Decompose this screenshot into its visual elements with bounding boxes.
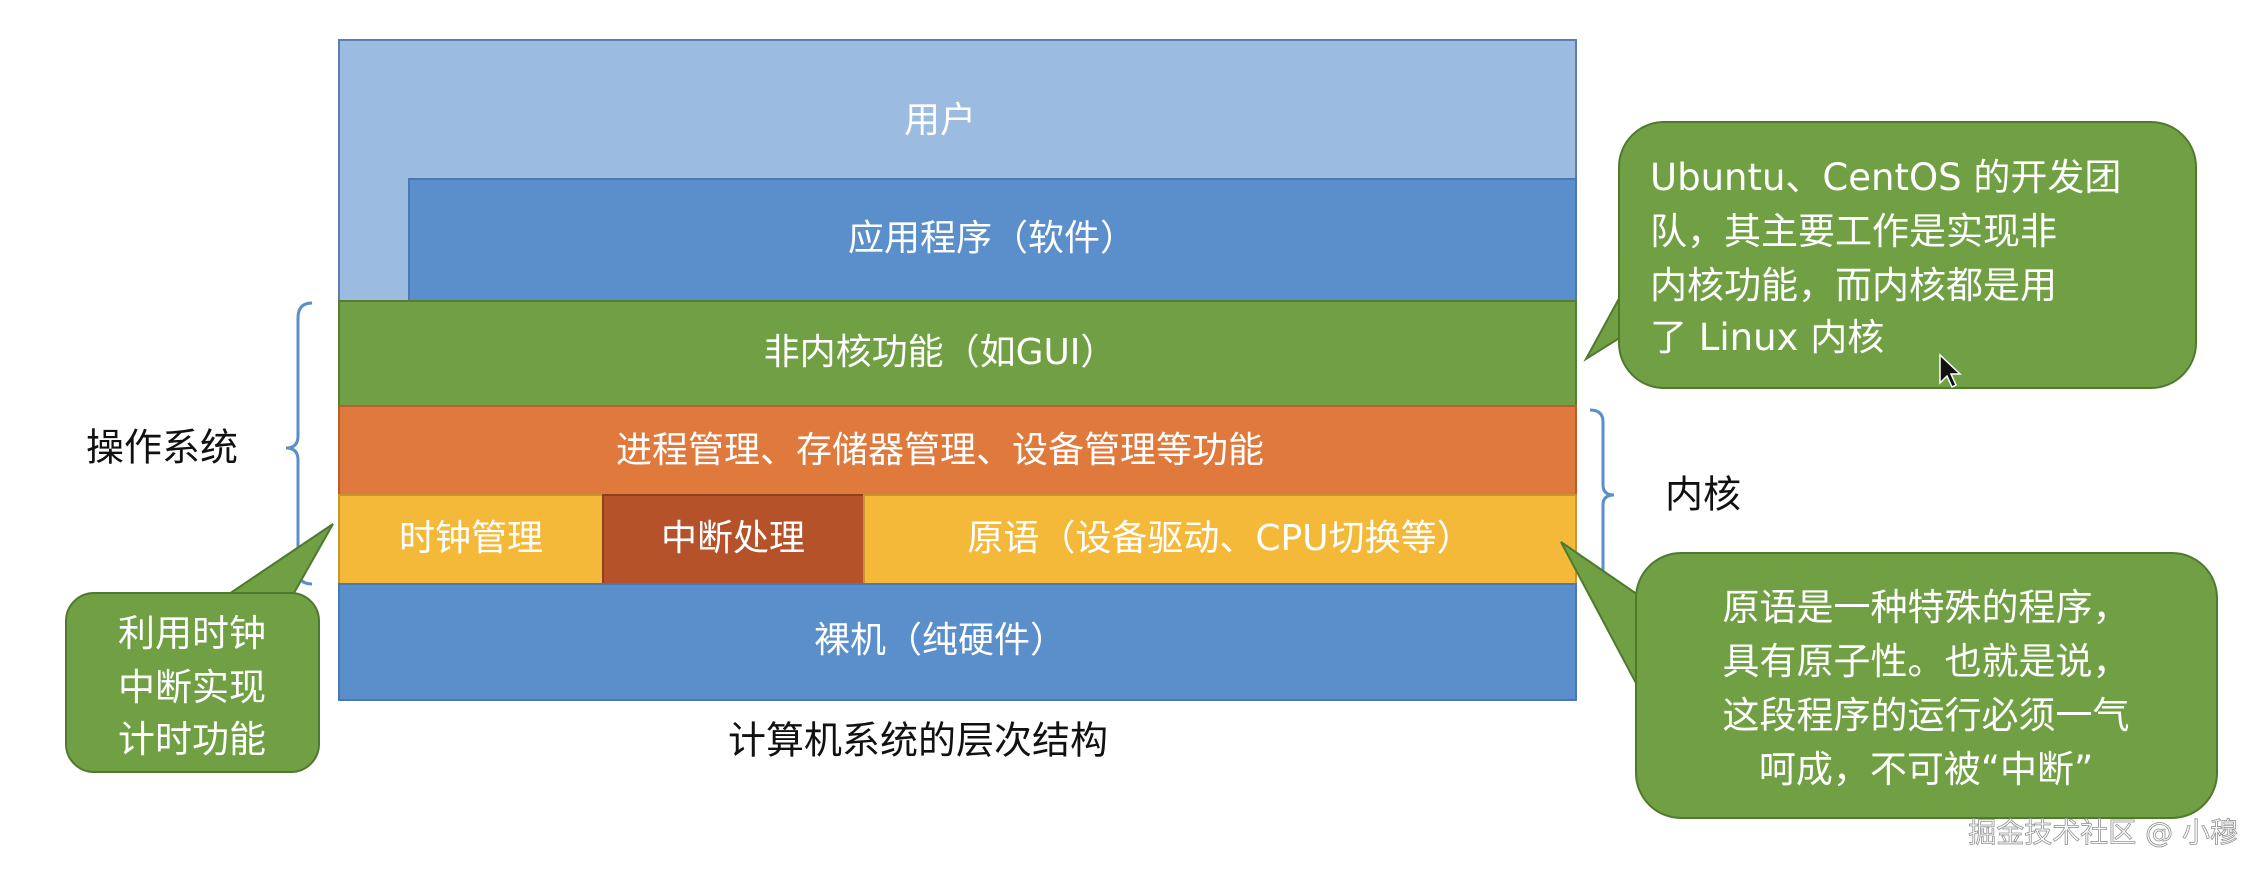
kernel-label: 内核 xyxy=(1665,473,1741,517)
callout-linux-line-1: Ubuntu、CentOS 的开发团 xyxy=(1650,156,2121,199)
os-label: 操作系统 xyxy=(86,426,238,470)
watermark: 掘金技术社区 @ 小穆 xyxy=(1968,816,2238,849)
layer-interrupt-label: 中断处理 xyxy=(661,518,805,559)
layer-users-label: 用户 xyxy=(904,100,976,141)
callout-primitive-line-2: 具有原子性。也就是说， xyxy=(1723,640,2130,683)
callout-linux-line-2: 队，其主要工作是实现非 xyxy=(1650,210,2057,253)
layer-applications xyxy=(408,178,1577,302)
layer-management xyxy=(338,405,1577,496)
callout-linux: Ubuntu、CentOS 的开发团 队，其主要工作是实现非 内核功能，而内核都… xyxy=(1583,121,2197,389)
callout-clock: 利用时钟 中断实现 计时功能 xyxy=(65,523,334,773)
callout-primitive-line-3: 这段程序的运行必须一气 xyxy=(1723,694,2130,737)
layer-bare-machine xyxy=(338,583,1577,701)
callout-clock-line-2: 中断实现 xyxy=(118,666,266,709)
layer-primitives-label: 原语（设备驱动、CPU切换等） xyxy=(967,518,1472,559)
callout-clock-line-1: 利用时钟 xyxy=(118,612,266,655)
callout-primitive-line-4: 呵成，不可被“中断” xyxy=(1759,748,2093,791)
layer-interrupt xyxy=(602,494,865,585)
callout-linux-line-4: 了 Linux 内核 xyxy=(1650,316,1884,359)
callout-primitive-line-1: 原语是一种特殊的程序， xyxy=(1723,586,2130,629)
layer-non-kernel xyxy=(338,300,1577,407)
callout-primitive: 原语是一种特殊的程序， 具有原子性。也就是说， 这段程序的运行必须一气 呵成，不… xyxy=(1560,541,2218,819)
diagram-caption: 计算机系统的层次结构 xyxy=(728,719,1108,763)
callout-clock-line-3: 计时功能 xyxy=(118,718,266,761)
layer-clock-label: 时钟管理 xyxy=(399,518,543,559)
layer-bare-machine-label: 裸机（纯硬件） xyxy=(814,620,1066,661)
layer-applications-label: 应用程序（软件） xyxy=(848,218,1136,259)
layer-management-label: 进程管理、存储器管理、设备管理等功能 xyxy=(616,430,1264,471)
callout-linux-line-3: 内核功能，而内核都是用 xyxy=(1650,264,2057,307)
layer-non-kernel-label: 非内核功能（如GUI） xyxy=(764,332,1117,373)
kernel-bracket xyxy=(1589,408,1615,586)
mouse-cursor-icon xyxy=(1939,353,1962,389)
